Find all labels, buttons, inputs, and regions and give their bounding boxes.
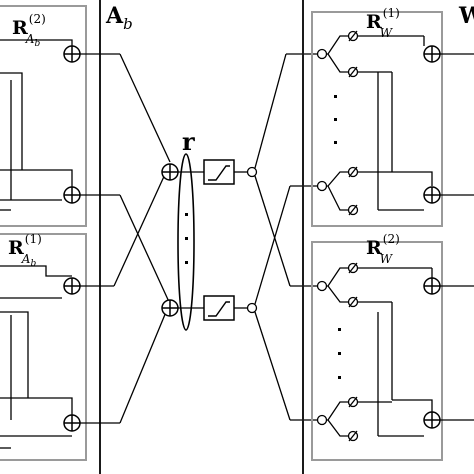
- r-w-1-frame: [311, 11, 443, 227]
- adder-ab2-bottom: [63, 186, 81, 204]
- node-w2-bottom: [316, 414, 328, 426]
- r-ab-1-frame: [0, 233, 87, 461]
- weight-w2-1: [347, 262, 359, 274]
- r-w-1-label: R(1)W: [366, 6, 400, 40]
- subnetwork-r-ab-1: R(1)Ab: [0, 232, 87, 461]
- w2-ellipsis: [338, 328, 341, 379]
- subnetwork-r-w-2: R(2)W: [311, 232, 474, 461]
- r-group-ellipse: [177, 153, 195, 331]
- node-w1-bottom: [316, 180, 328, 192]
- node-r-bottom-out: [246, 302, 258, 314]
- node-w2-top: [316, 280, 328, 292]
- r-w-2-label: R(2)W: [366, 232, 400, 266]
- adder-w2-top: [423, 277, 441, 295]
- block-a-b-frame: [99, 0, 101, 474]
- r-ab-2-label: R(2)Ab: [12, 12, 46, 49]
- r-w-2-frame: [311, 241, 443, 461]
- weight-w2-2: [347, 296, 359, 308]
- block-a-b: Ab R(2)Ab R(1)Ab: [0, 0, 133, 474]
- center-r: r: [80, 53, 318, 424]
- block-w-label: W: [458, 3, 474, 29]
- adder-ab2-top: [63, 45, 81, 63]
- adder-w1-top: [423, 45, 441, 63]
- adder-r-top: [161, 163, 179, 181]
- subnetwork-r-ab-2: R(2)Ab: [0, 5, 87, 227]
- block-w-frame: [302, 0, 304, 474]
- activation-top: [203, 159, 235, 185]
- block-a-b-label: Ab: [105, 3, 133, 33]
- subnetwork-r-w-1: R(1)W: [311, 6, 474, 227]
- adder-w1-bottom: [423, 186, 441, 204]
- r-ab-2-frame: [0, 5, 87, 227]
- r-label: r: [182, 127, 195, 156]
- weight-w1-3: [347, 166, 359, 178]
- adder-ab1-top: [63, 277, 81, 295]
- weight-w1-2: [347, 66, 359, 78]
- r-ab-1-label: R(1)Ab: [8, 232, 42, 269]
- weight-w1-1: [347, 30, 359, 42]
- center-ellipsis: [185, 213, 188, 264]
- node-r-top-out: [246, 166, 258, 178]
- activation-bottom: [203, 295, 235, 321]
- block-w: W R(1)W: [302, 0, 474, 474]
- adder-w2-bottom: [423, 411, 441, 429]
- weight-w1-4: [347, 204, 359, 216]
- weight-w2-4: [347, 430, 359, 442]
- w1-ellipsis: [334, 95, 337, 144]
- adder-ab1-bottom: [63, 414, 81, 432]
- node-w1-top: [316, 48, 328, 60]
- weight-w2-3: [347, 396, 359, 408]
- adder-r-bottom: [161, 299, 179, 317]
